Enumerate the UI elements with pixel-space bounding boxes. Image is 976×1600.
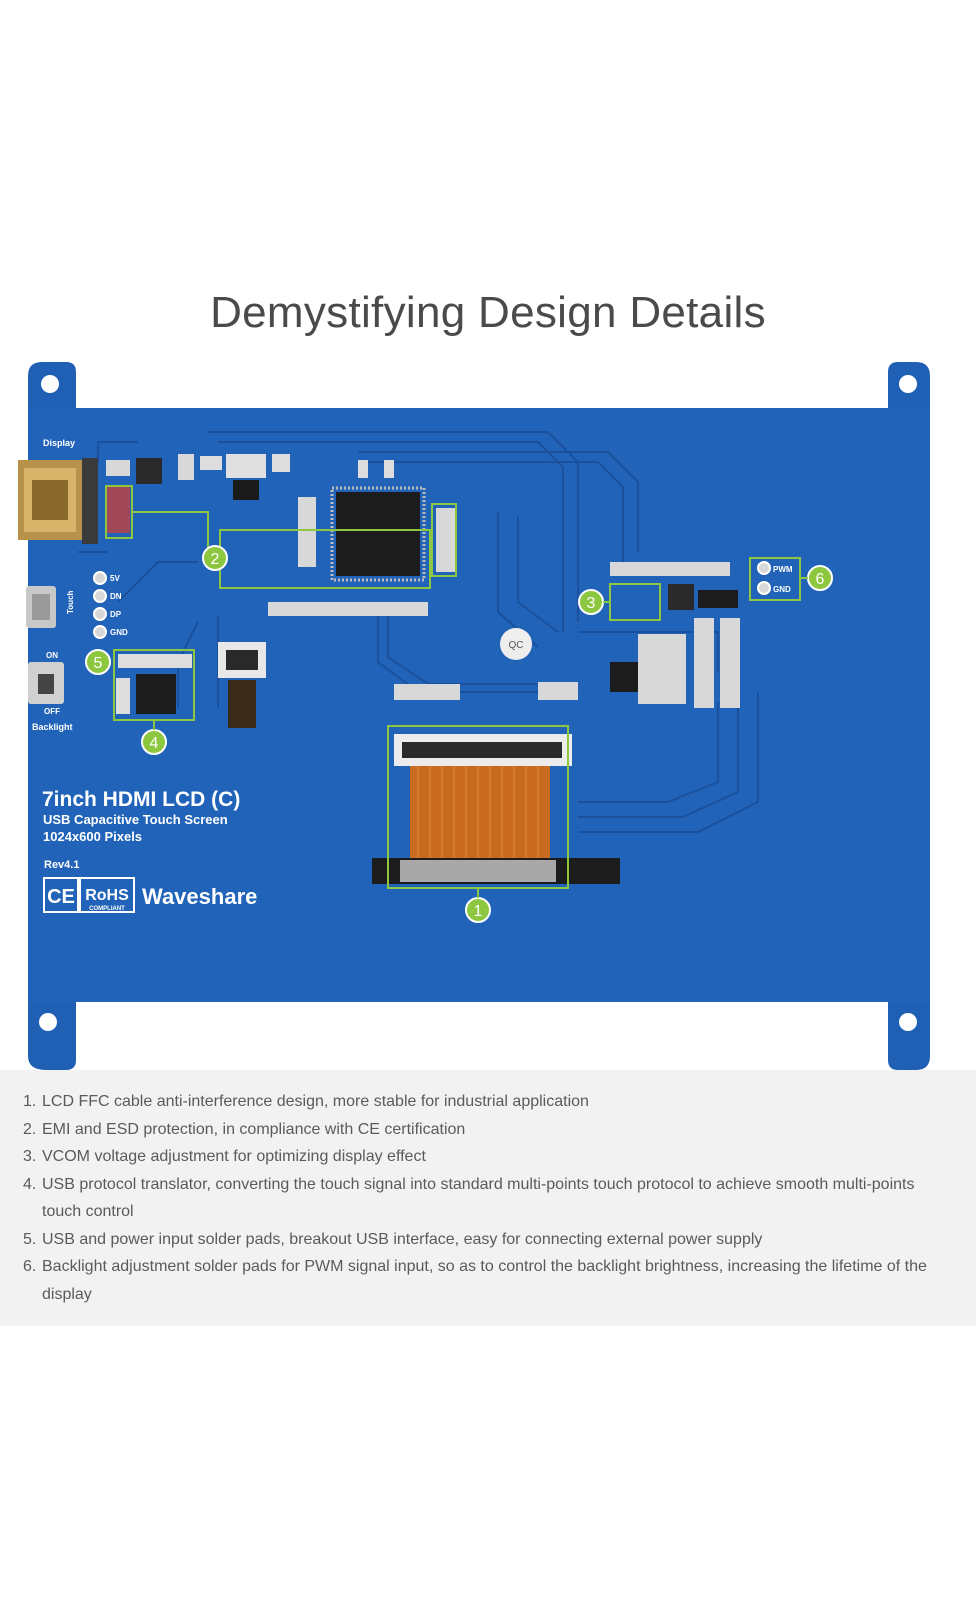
list-item: 6.Backlight adjustment solder pads for P… [23,1258,927,1303]
callout-3: 3 [587,595,596,612]
pwm-label: PWM [773,565,793,574]
backlight-label: Backlight [32,722,73,732]
brand-name: Waveshare [142,884,257,909]
feature-list: 1.LCD FFC cable anti-interference design… [0,1070,976,1308]
display-label: Display [43,438,75,448]
callout-2: 2 [211,551,220,568]
gnd-label: GND [773,585,791,594]
product-line1: USB Capacitive Touch Screen [43,812,228,827]
pin-dn-label: DN [110,592,122,601]
product-name: 7inch HDMI LCD (C) [42,788,240,811]
pin-5v-label: 5V [110,574,120,583]
list-item: 1.LCD FFC cable anti-interference design… [23,1093,589,1110]
feature-notes-panel: 1.LCD FFC cable anti-interference design… [0,1070,976,1326]
list-item: 4.USB protocol translator, converting th… [23,1175,915,1221]
qc-label: QC [509,640,524,651]
product-line2: 1024x600 Pixels [43,829,142,844]
callout-6: 6 [816,571,825,588]
rohs-logo [79,877,135,913]
pin-gnd-label: GND [110,628,128,637]
rohs-mark: RoHS [85,887,129,904]
revision-label: Rev4.1 [44,859,79,871]
callout-4: 4 [150,735,159,752]
list-item: 2.EMI and ESD protection, in compliance … [23,1120,466,1138]
on-label: ON [46,651,58,660]
list-item: 5.USB and power input solder pads, break… [23,1230,763,1248]
pcb-board-illustration: QC [18,362,948,1070]
page-title: Demystifying Design Details [210,288,766,337]
off-label: OFF [44,707,60,716]
callout-5: 5 [94,655,103,672]
ce-mark: CE [47,886,75,908]
pin-dp-label: DP [110,610,122,619]
callout-1: 1 [474,903,483,920]
list-item: 3.VCOM voltage adjustment for optimizing… [23,1148,426,1165]
ce-logo [43,877,79,913]
touch-label: Touch [66,590,75,614]
rohs-compliant: COMPLIANT [89,906,125,912]
